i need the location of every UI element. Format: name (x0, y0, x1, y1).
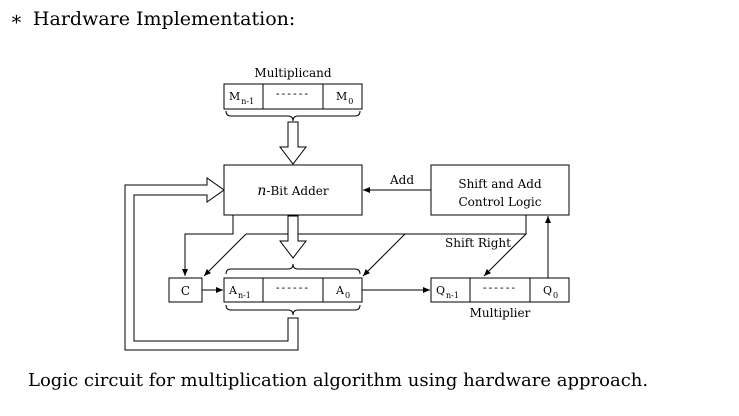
shift-into-accumulator-arrow (203, 233, 247, 277)
multiplicand-dashes: ------ (276, 87, 310, 100)
multiplier-register: Qn-1 ------ Q0 (430, 277, 570, 303)
caption: Logic circuit for multiplication algorit… (28, 370, 649, 391)
shift-into-multiplier-arrow (483, 233, 527, 277)
accumulator-msb-cell: An-1 (228, 284, 251, 300)
carry-label: C (181, 284, 190, 298)
multiplier-lsb-cell: Q0 (543, 284, 558, 300)
carry-out-line (182, 215, 234, 276)
multiplicand-to-adder-arrow (278, 121, 308, 165)
carry-register: C (168, 277, 203, 303)
multiplier-dashes: ------ (483, 281, 517, 294)
control-line2: Control Logic (458, 195, 541, 209)
multiplicand-register: Mn-1 ------ M0 (223, 83, 363, 110)
adder-label: n-Bit Adder (257, 183, 329, 199)
adder-block: n-Bit Adder (223, 164, 363, 216)
accumulator-bottom-brace (225, 304, 361, 316)
control-logic-block: Shift and Add Control Logic (430, 164, 570, 216)
multiplicand-label: Multiplicand (254, 66, 331, 80)
bullet-star: ∗ (10, 8, 23, 30)
accumulator-feedback-arrow (124, 177, 299, 351)
multiplier-label: Multiplier (470, 306, 531, 320)
adder-to-accumulator-arrow (278, 215, 308, 259)
multiplicand-msb-cell: Mn-1 (229, 90, 254, 106)
control-line1: Shift and Add (458, 177, 542, 191)
accumulator-dashes: ------ (276, 281, 310, 294)
multiplier-msb-cell: Qn-1 (436, 284, 459, 300)
shift-right-label: Shift Right (445, 236, 511, 250)
accumulator-register: An-1 ------ A0 (223, 277, 363, 303)
multiplicand-lsb-cell: M0 (336, 90, 353, 106)
heading-text: Hardware Implementation: (32, 8, 296, 30)
accumulator-lsb-cell: A0 (335, 284, 350, 300)
heading: ∗ Hardware Implementation: (10, 8, 295, 30)
add-signal-label: Add (389, 173, 414, 187)
shift-a-to-q-arrow (362, 233, 406, 277)
multiplicand-brace (225, 110, 361, 122)
accumulator-top-brace (225, 263, 361, 275)
